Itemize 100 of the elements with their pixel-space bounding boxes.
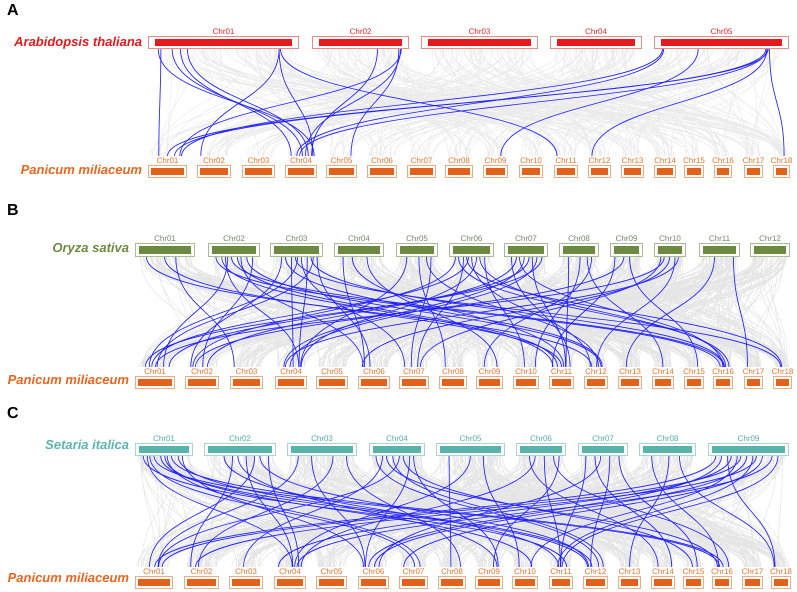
chromosome-label: Chr01 — [143, 567, 165, 576]
synteny-link — [158, 48, 162, 156]
synteny-link — [294, 456, 471, 568]
chromosome-label: Chr17 — [742, 367, 764, 376]
chromosome-label: Chr01 — [212, 27, 234, 36]
synteny-link — [186, 48, 309, 156]
synteny-link — [365, 456, 410, 568]
chromosome-label: Chr09 — [478, 567, 500, 576]
chromosome-label: Chr12 — [759, 234, 781, 243]
synteny-link — [190, 456, 233, 568]
synteny-link — [291, 256, 294, 368]
chromosome-label: Chr02 — [223, 234, 245, 243]
chromosome-label: Chr18 — [770, 156, 792, 165]
synteny-link — [560, 456, 586, 568]
synteny-link — [417, 256, 464, 368]
chromosome-label: Chr06 — [371, 156, 393, 165]
chromosome-label: Chr02 — [203, 156, 225, 165]
synteny-link — [362, 256, 670, 368]
species-name: Setaria italica — [45, 437, 129, 452]
synteny-link — [342, 256, 365, 368]
synteny-link — [224, 456, 560, 568]
panel-letter: C — [7, 405, 19, 423]
synteny-link — [586, 256, 664, 368]
chromosome-label: Chr06 — [530, 434, 552, 443]
synteny-link — [466, 256, 782, 368]
chromosome-label: Chr06 — [460, 234, 482, 243]
synteny-link — [552, 256, 616, 368]
synteny-link — [311, 48, 378, 156]
synteny-link — [268, 456, 300, 568]
synteny-link — [194, 256, 624, 368]
chromosome-label: Chr07 — [403, 367, 425, 376]
chromosome-label: Chr18 — [770, 567, 792, 576]
chromosome-label: Chr13 — [619, 367, 641, 376]
synteny-link — [175, 256, 235, 368]
chromosome-label: Chr04 — [279, 567, 301, 576]
synteny-link — [518, 256, 724, 368]
synteny-link — [259, 456, 589, 568]
chromosome-label: Chr12 — [584, 567, 606, 576]
chromosome-label: Chr05 — [321, 367, 343, 376]
synteny-link — [594, 456, 672, 568]
chromosome-label: Chr09 — [484, 156, 506, 165]
synteny-link — [192, 256, 456, 368]
chromosome-label: Chr16 — [712, 367, 734, 376]
synteny-link — [280, 48, 558, 156]
synteny-link — [240, 256, 364, 368]
synteny-link — [346, 456, 461, 568]
synteny-link — [151, 256, 469, 368]
chromosome-label: Chr10 — [515, 367, 537, 376]
chromosome-label: Chr03 — [286, 234, 308, 243]
synteny-link — [246, 456, 294, 568]
chromosome-label: Chr11 — [550, 567, 572, 576]
chromosome-label: Chr08 — [568, 234, 590, 243]
chromosome-label: Chr14 — [652, 367, 674, 376]
chromosome-label: Chr16 — [711, 567, 733, 576]
synteny-link — [493, 456, 560, 568]
synteny-link — [426, 256, 599, 368]
synteny-link — [629, 456, 670, 568]
chromosome-label: Chr03 — [236, 367, 258, 376]
synteny-link — [651, 456, 720, 568]
chromosome-label: Chr14 — [654, 156, 676, 165]
chromosome-label: Chr15 — [682, 567, 704, 576]
synteny-link — [727, 456, 776, 568]
chromosome-label: Chr08 — [442, 367, 464, 376]
synteny-link — [298, 256, 308, 368]
synteny-link — [618, 456, 698, 568]
synteny-link — [311, 456, 366, 568]
synteny-link — [482, 456, 520, 568]
synteny-link — [596, 256, 676, 368]
chromosome-label: Chr10 — [659, 234, 681, 243]
synteny-link — [484, 256, 525, 368]
chromosome-label: Chr01 — [153, 434, 175, 443]
synteny-link — [179, 48, 402, 156]
synteny-link — [181, 48, 663, 156]
chromosome-label: Chr05 — [710, 27, 732, 36]
synteny-link — [500, 48, 699, 156]
synteny-link — [534, 256, 581, 368]
synteny-link — [316, 256, 371, 368]
synteny-link — [511, 256, 571, 368]
synteny-link — [300, 256, 478, 368]
chromosome-label: Chr06 — [363, 367, 385, 376]
chromosome-label: Chr18 — [772, 367, 794, 376]
synteny-link — [410, 256, 432, 368]
chromosome-label: Chr13 — [618, 567, 640, 576]
synteny-link — [300, 456, 536, 568]
chromosome-label: Chr02 — [190, 567, 212, 576]
chromosome-label: Chr04 — [280, 367, 302, 376]
chromosome-label: Chr10 — [514, 567, 536, 576]
synteny-link — [566, 256, 570, 368]
chromosome-label: Chr13 — [622, 156, 644, 165]
synteny-link — [733, 256, 748, 368]
synteny-link — [305, 48, 401, 156]
chromosome-label: Chr02 — [191, 367, 213, 376]
synteny-link — [284, 256, 679, 368]
chromosome-label: Chr01 — [144, 367, 166, 376]
synteny-link — [198, 456, 334, 568]
chromosome-label: Chr04 — [386, 434, 408, 443]
synteny-link — [678, 456, 775, 568]
synteny-link — [591, 48, 768, 156]
chromosome-label: Chr01 — [156, 156, 178, 165]
synteny-link — [769, 48, 785, 156]
